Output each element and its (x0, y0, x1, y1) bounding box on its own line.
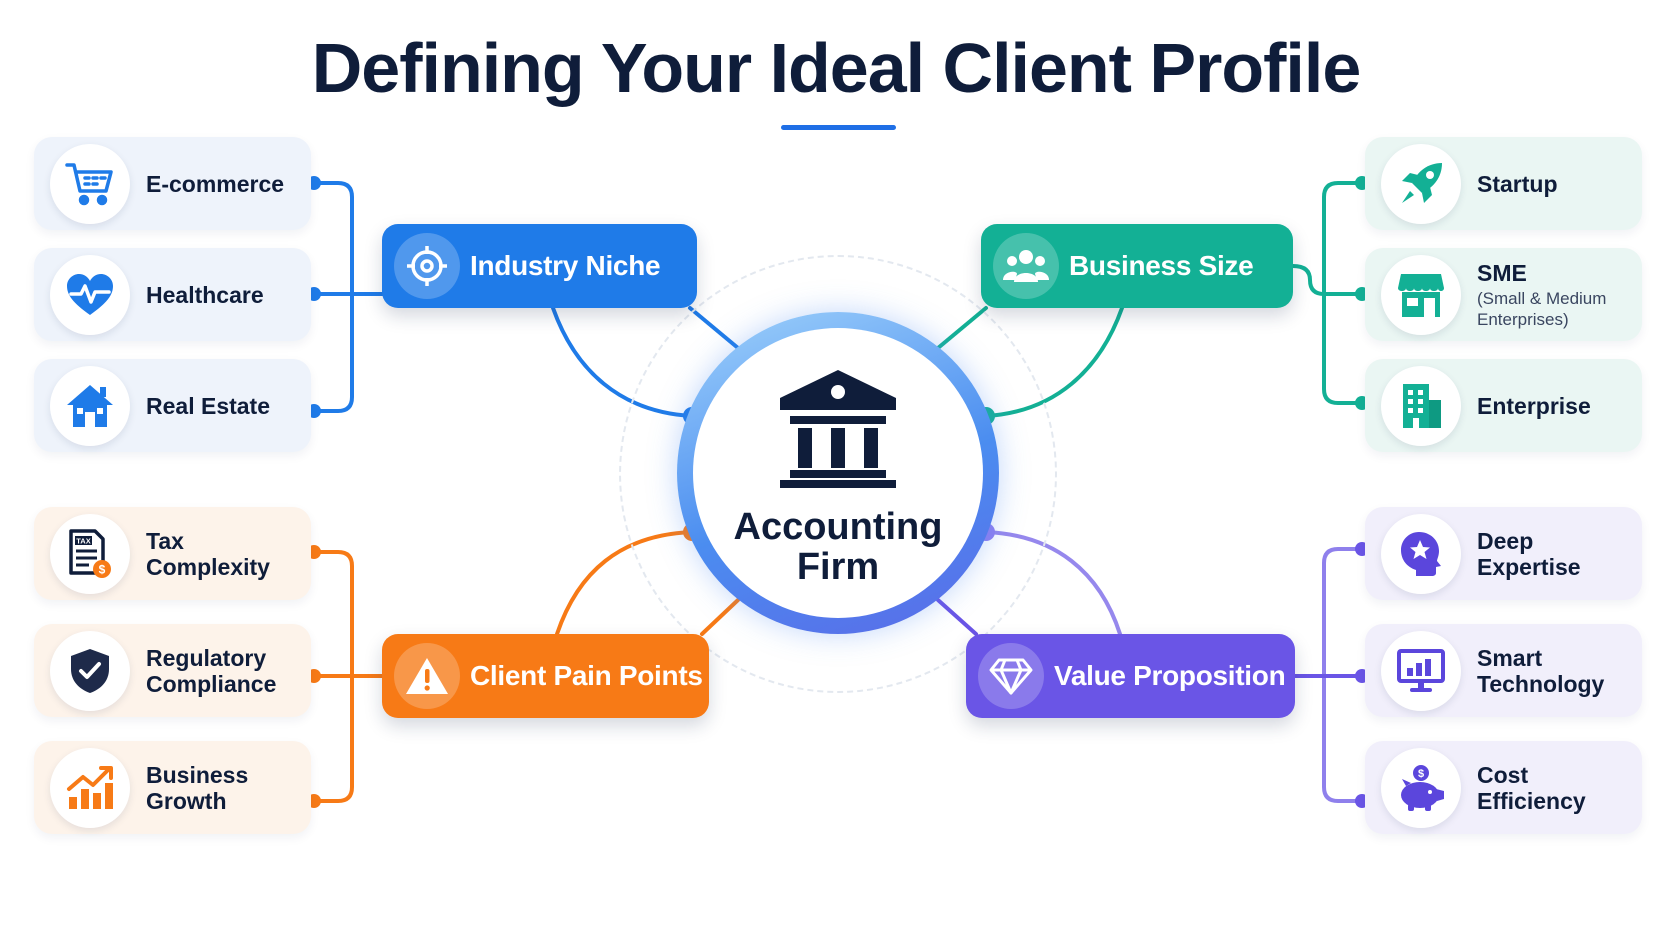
card-label-text: Startup (1477, 170, 1558, 197)
card-label-text: Deep Expertise (1477, 527, 1581, 580)
title-underline (781, 125, 896, 130)
card-e-commerce: E-commerce (34, 137, 311, 230)
target-crosshair-icon (394, 233, 460, 299)
shield-check-icon (50, 630, 130, 711)
storefront-icon (1381, 254, 1461, 335)
card-tax-complexity: TAX $ Tax Complexity (34, 507, 311, 600)
tax-document-icon: TAX $ (50, 513, 130, 594)
card-label: Healthcare (146, 281, 264, 308)
card-sme: SME (Small & Medium Enterprises) (1365, 248, 1642, 341)
pill-business-size: Business Size (981, 224, 1293, 308)
card-label-text: Regulatory Compliance (146, 644, 277, 697)
card-label: Smart Technology (1477, 645, 1617, 697)
card-cost-efficiency: $ Cost Efficiency (1365, 741, 1642, 834)
piggy-bank-icon: $ (1381, 747, 1461, 828)
bank-building-icon (776, 366, 900, 493)
card-label: Business Growth (146, 762, 286, 814)
card-label: E-commerce (146, 170, 285, 197)
pill-label: Industry Niche (470, 250, 661, 281)
card-sublabel: (Small & Medium Enterprises) (1477, 288, 1607, 329)
hub-halo (619, 255, 1057, 693)
diamond-icon (978, 643, 1044, 709)
hub-label: Accounting Firm (733, 506, 943, 588)
pill-industry-niche: Industry Niche (382, 224, 697, 308)
card-label: SME (Small & Medium Enterprises) (1477, 260, 1642, 330)
svg-text:$: $ (1418, 768, 1424, 780)
warning-triangle-icon (394, 643, 460, 709)
rocket-icon (1381, 143, 1461, 224)
card-label: Startup (1477, 171, 1558, 197)
pill-label: Business Size (1069, 250, 1254, 281)
card-label-text: Business Growth (146, 761, 249, 814)
card-label-text: Cost Efficiency (1477, 761, 1586, 814)
card-label: Cost Efficiency (1477, 762, 1617, 814)
card-smart-technology: Smart Technology (1365, 624, 1642, 717)
pill-label: Value Proposition (1054, 660, 1286, 691)
people-group-icon (993, 233, 1059, 299)
card-label-text: Smart Technology (1477, 644, 1605, 697)
card-business-growth: Business Growth (34, 741, 311, 834)
card-label-text: Enterprise (1477, 392, 1591, 419)
card-label: Enterprise (1477, 393, 1591, 419)
card-real-estate: Real Estate (34, 359, 311, 452)
svg-text:$: $ (99, 562, 106, 576)
card-label: Regulatory Compliance (146, 645, 286, 697)
card-label-text: SME (1477, 259, 1527, 286)
pill-client-pain-points: Client Pain Points (382, 634, 709, 718)
card-enterprise: Enterprise (1365, 359, 1642, 452)
monitor-chart-icon (1381, 630, 1461, 711)
page-title: Defining Your Ideal Client Profile (311, 29, 1362, 107)
house-icon (50, 365, 130, 446)
card-regulatory-compliance: Regulatory Compliance (34, 624, 311, 717)
hub-accounting-firm: Accounting Firm (693, 328, 983, 618)
card-healthcare: Healthcare (34, 248, 311, 341)
card-label-text: Tax Complexity (146, 527, 270, 580)
pill-value-proposition: Value Proposition (966, 634, 1295, 718)
pill-label: Client Pain Points (470, 660, 703, 691)
office-building-icon (1381, 365, 1461, 446)
card-startup: Startup (1365, 137, 1642, 230)
card-label: Real Estate (146, 392, 271, 419)
card-label: Deep Expertise (1477, 528, 1617, 580)
card-label: Tax Complexity (146, 528, 286, 580)
head-star-icon (1381, 513, 1461, 594)
card-deep-expertise: Deep Expertise (1365, 507, 1642, 600)
growth-chart-icon (50, 747, 130, 828)
heart-pulse-icon (50, 254, 130, 335)
svg-text:TAX: TAX (76, 536, 90, 545)
shopping-cart-icon (50, 143, 130, 224)
